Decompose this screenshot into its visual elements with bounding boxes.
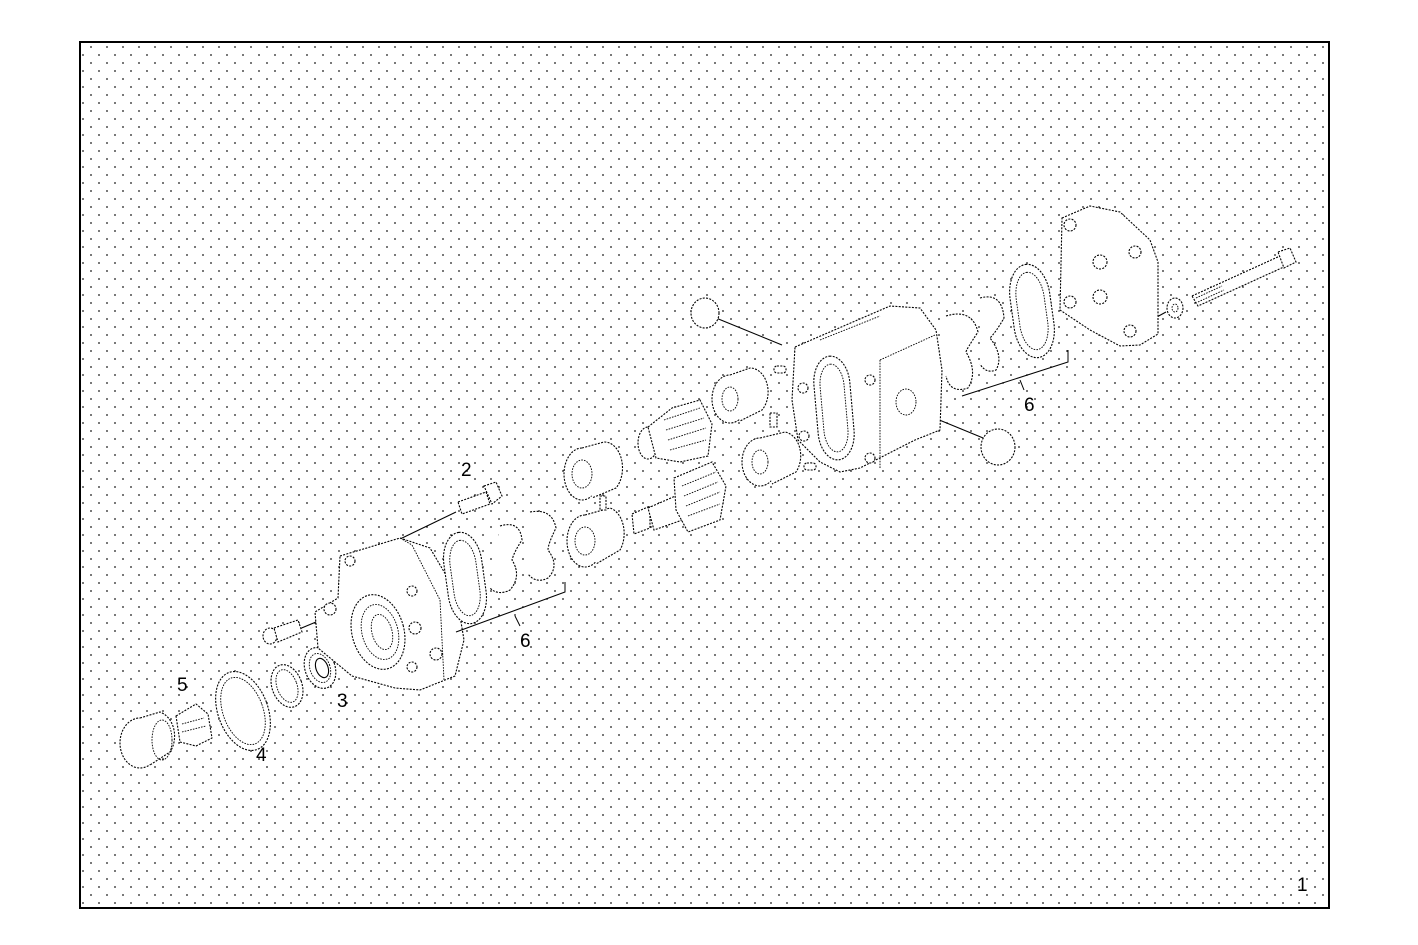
callout-5: 5 [177,675,188,696]
pump-body-icon [791,305,943,473]
gasket-set-rear-icon [945,263,1069,397]
drive-gear-shaft-icon [631,461,727,535]
small-screw-icon [262,619,303,645]
drive-coupling-icon [175,703,213,747]
driven-gear-icon [637,399,713,463]
flange-bolt-icon [457,481,503,515]
through-bolt-icon [1191,247,1297,307]
bearing-block-front-icon [563,441,625,568]
callout-4: 4 [256,745,267,766]
port-plug-side-icon [980,428,1016,466]
callout-6-rear: 6 [1024,395,1035,416]
dowel-pins-icon [769,365,817,471]
bearing-block-rear-icon [711,367,802,487]
snap-ring-icon [270,664,304,708]
port-plug-top-icon [690,297,720,329]
shaft-seal-icon [303,647,337,689]
washer-icon [1166,297,1184,319]
callout-3: 3 [337,691,348,712]
end-cap-icon [119,711,176,769]
gasket-set-front-icon [442,510,566,633]
callout-6-front: 6 [520,631,531,652]
mounting-flange-icon [314,537,465,691]
callout-1: 1 [1297,875,1308,896]
o-ring-icon [215,670,271,752]
rear-cover-icon [1059,205,1159,347]
callout-2: 2 [461,460,472,481]
